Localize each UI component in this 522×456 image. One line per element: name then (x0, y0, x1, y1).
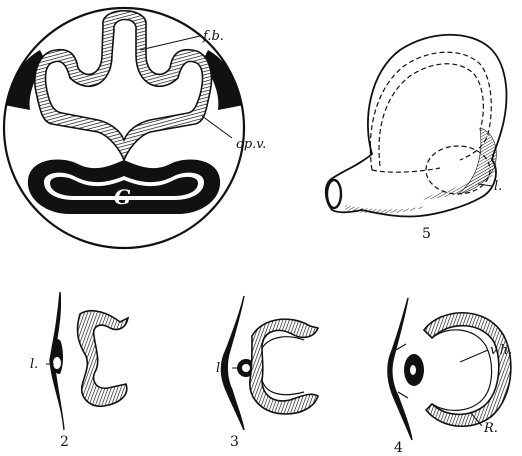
fig2-number: 2 (60, 434, 69, 450)
fig3-l-label: l. (216, 361, 224, 376)
fig2-optic-vesicle (78, 311, 128, 407)
figure-1-section: G f.b. op.v. (4, 8, 266, 248)
fig3-number: 3 (230, 434, 239, 450)
fig4-vh-label: v.h. (490, 343, 512, 358)
figure-2-early-optic-cup: l. 2 (30, 292, 128, 450)
fb-leader (140, 36, 200, 50)
fig4-r-label: R. (483, 421, 498, 436)
fig4-lens-center (410, 365, 416, 375)
gut-label: G (114, 185, 131, 209)
fb-label: f.b. (202, 29, 224, 44)
fig4-inner-retina (432, 330, 492, 411)
fig2-l-label: l. (30, 357, 38, 372)
fig3-optic-cup-wall (250, 319, 318, 414)
figure-4-retina-cup: v.h. R. 4 (388, 298, 513, 456)
fig2-lens-pit (53, 357, 61, 369)
fig5-number: 5 (422, 226, 431, 242)
fig3-inner-layer (262, 337, 304, 395)
vesicle-outline (326, 35, 507, 217)
opv-label: op.v. (236, 137, 266, 152)
stalk-opening (327, 180, 341, 208)
forebrain-wall (35, 11, 212, 160)
opv-leader (202, 116, 232, 138)
fig4-vh-leader (460, 350, 488, 362)
figure-5-eye-vesicle: l. 5 (326, 35, 507, 242)
fig5-l-label: l. (494, 179, 502, 194)
fig3-lens-center (242, 364, 250, 372)
fig4-number: 4 (394, 440, 403, 456)
figure-3-optic-cup: l. 3 (216, 296, 318, 450)
